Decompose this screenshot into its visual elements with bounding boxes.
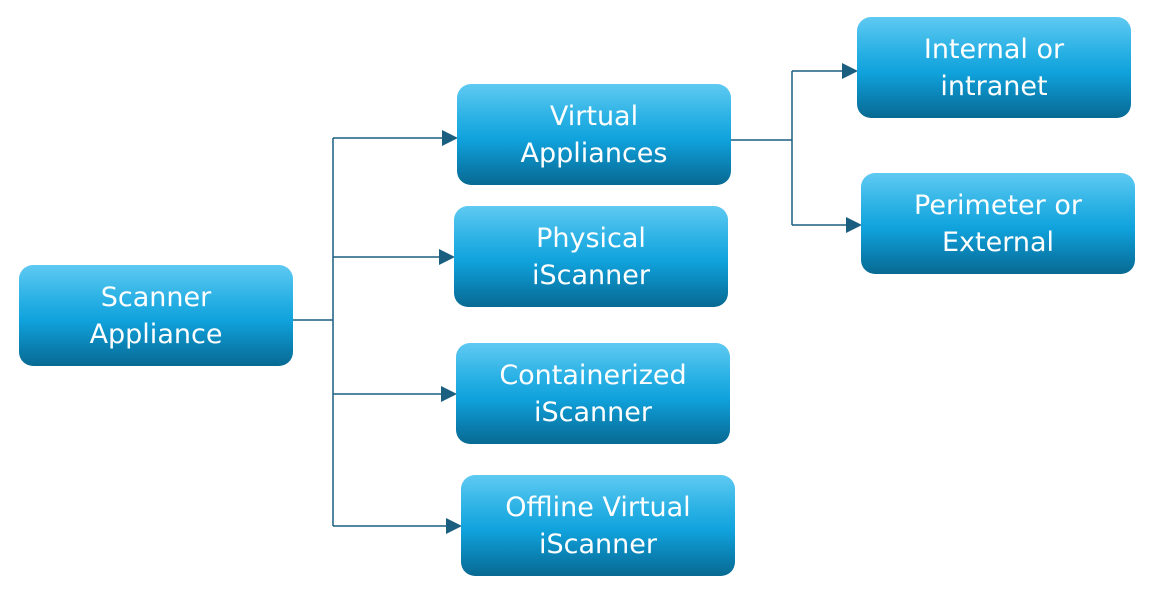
arrowhead-virtual: [442, 130, 458, 146]
node-internal-intranet: Internal or intranet: [857, 17, 1131, 118]
node-label-line1: Scanner: [100, 281, 212, 313]
node-label-line1: Virtual: [549, 100, 639, 132]
node-label-line1: Containerized: [499, 359, 687, 391]
node-label-line2: iScanner: [532, 259, 650, 291]
node-label-line1: Internal or: [923, 33, 1065, 65]
arrowhead-perimeter: [846, 217, 862, 233]
node-physical-iscanner: Physical iScanner: [454, 206, 728, 307]
node-label-line2: iScanner: [539, 528, 657, 560]
node-label-line2: iScanner: [534, 396, 652, 428]
node-containerized-iscanner: Containerized iScanner: [456, 343, 730, 444]
node-label-line2: Appliance: [89, 318, 223, 350]
node-label-line2: Appliances: [520, 137, 668, 169]
node-label-line2: External: [941, 226, 1054, 258]
node-label-line1: Perimeter or: [914, 189, 1082, 221]
arrowhead-internal: [842, 63, 858, 79]
arrowhead-physical: [439, 249, 455, 265]
node-label-line2: intranet: [940, 70, 1048, 102]
arrowhead-offline: [446, 518, 462, 534]
node-offline-virtual-iscanner: Offline Virtual iScanner: [461, 475, 735, 576]
node-perimeter-external: Perimeter or External: [861, 173, 1135, 274]
node-label-line1: Offline Virtual: [505, 491, 691, 523]
node-label-line1: Physical: [536, 222, 646, 254]
arrowhead-containerized: [441, 386, 457, 402]
